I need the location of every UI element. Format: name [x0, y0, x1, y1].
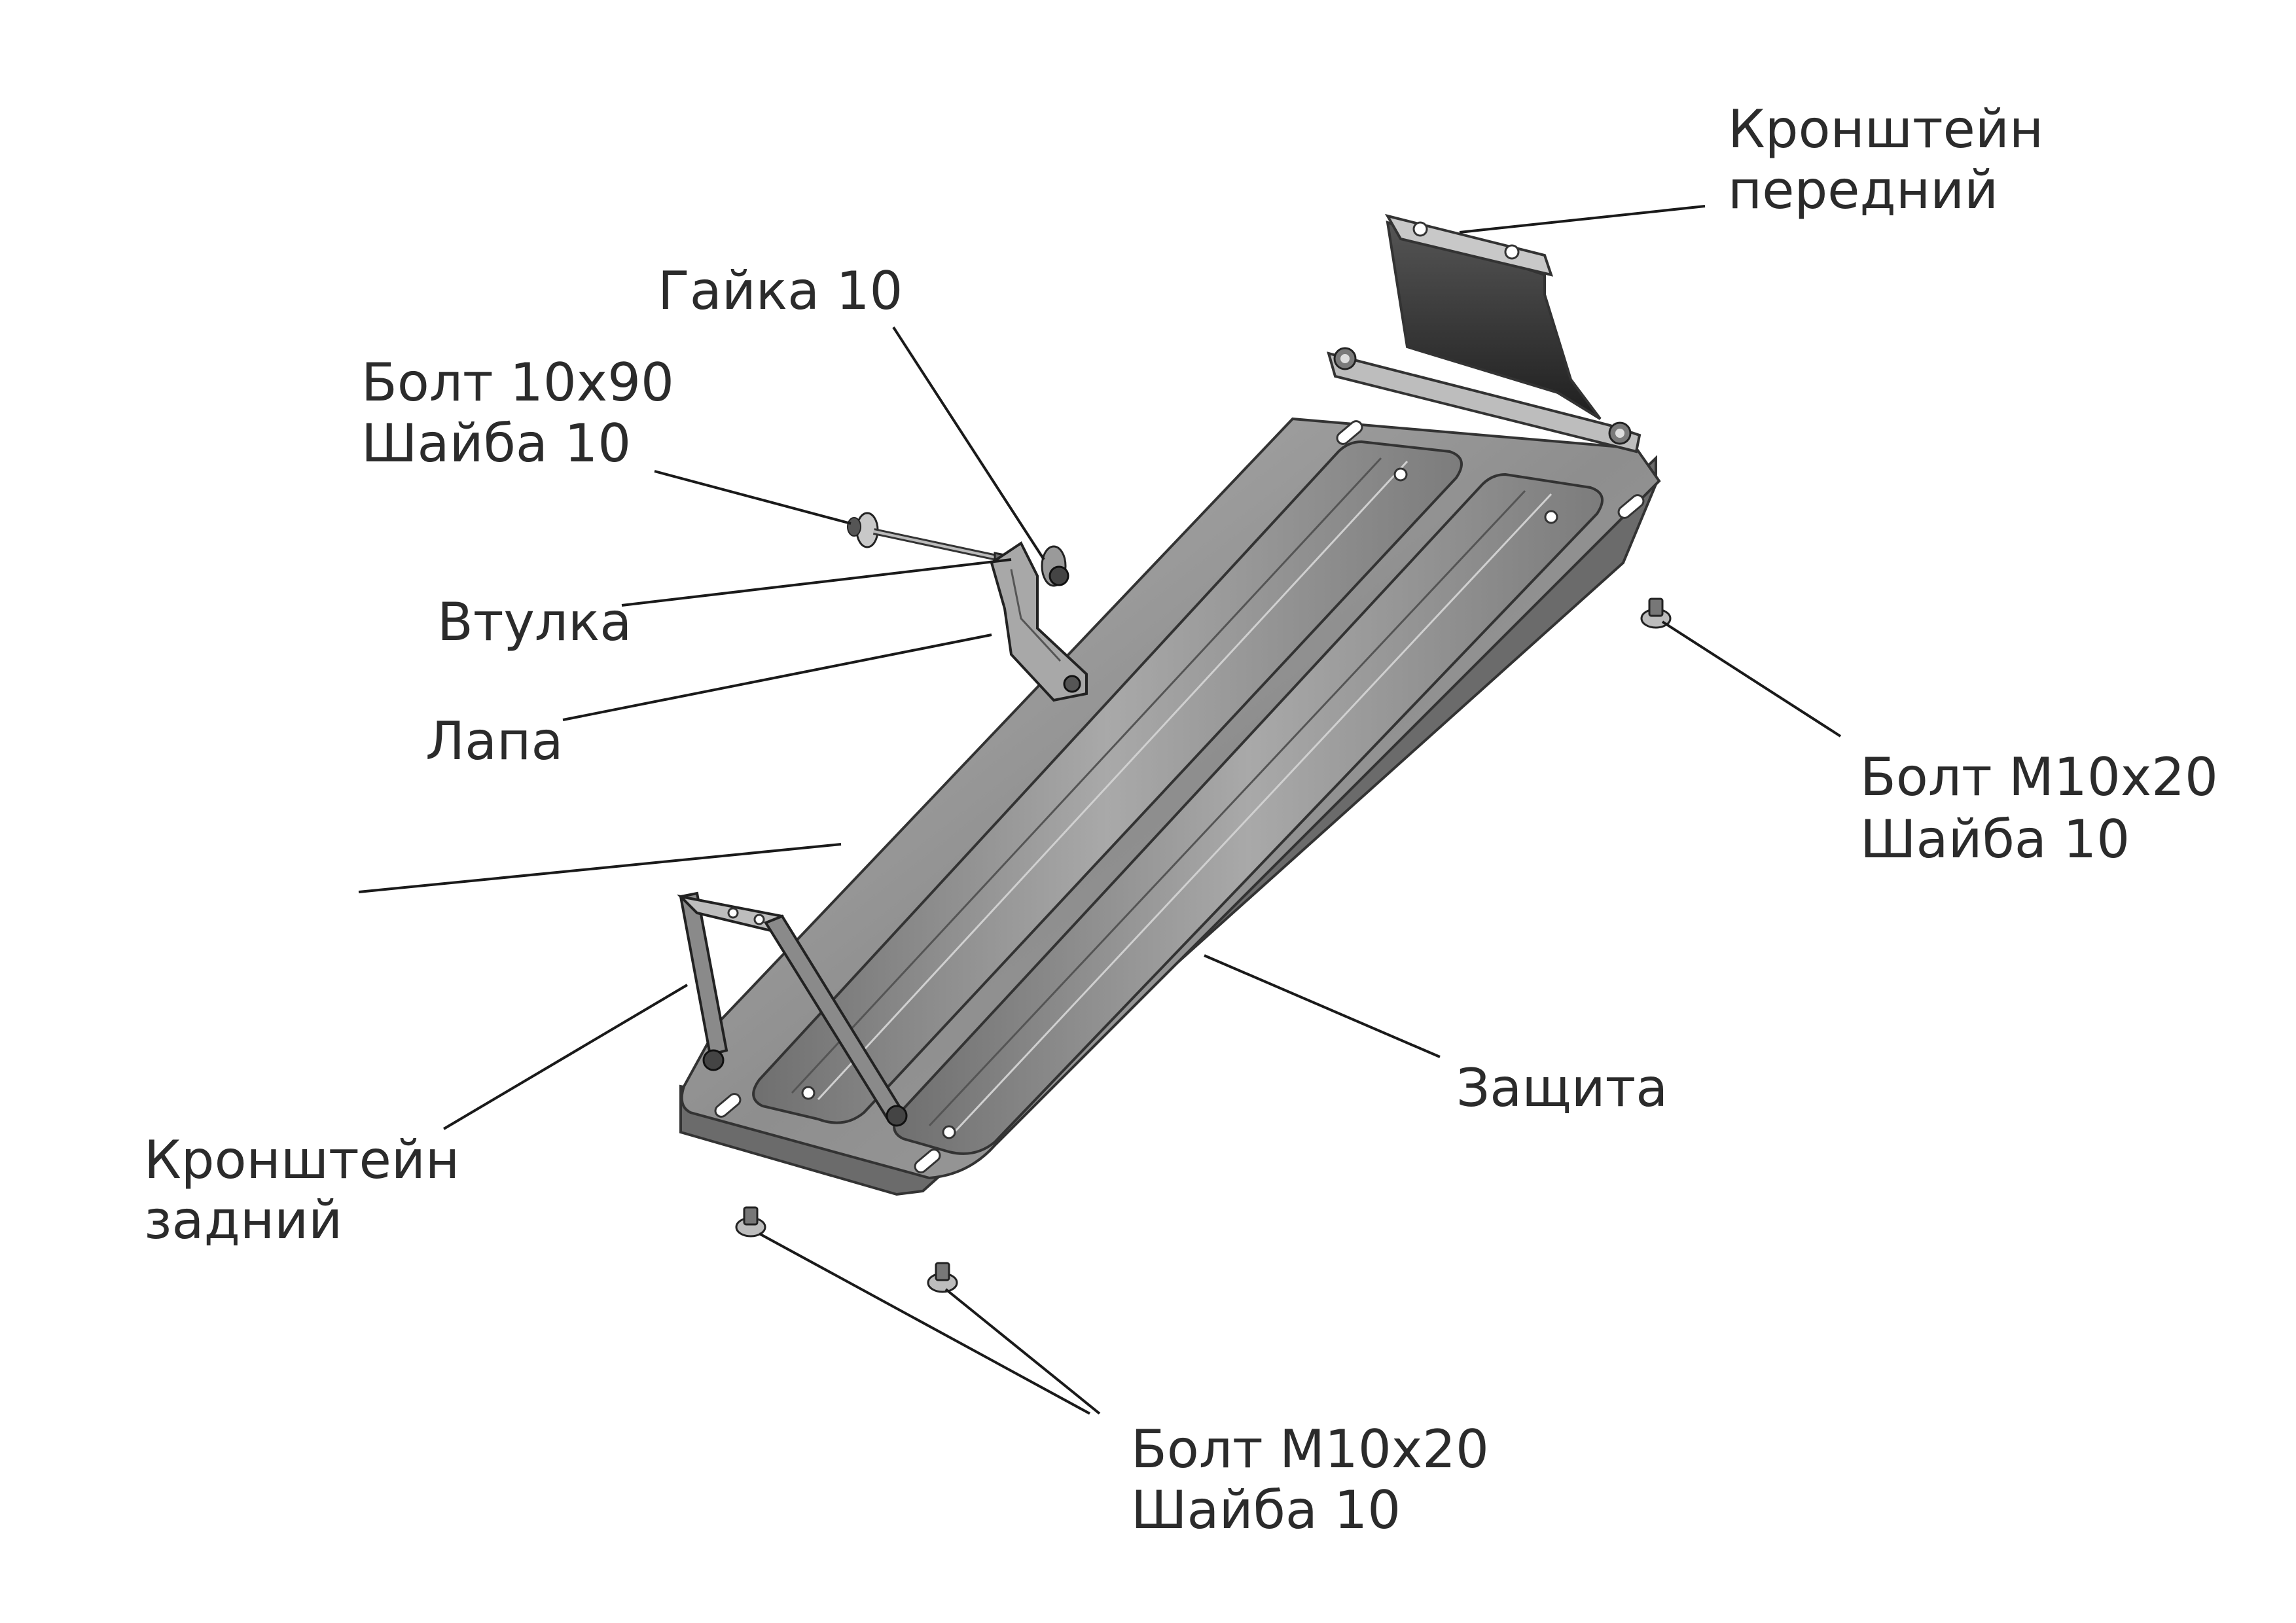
label-long-bolt-line1: Болт 10х90: [361, 352, 674, 413]
label-front-bracket-line2: передний: [1728, 160, 1998, 221]
leader-guard: [1204, 954, 1441, 1058]
label-right-bolt-line2: Шайба 10: [1860, 809, 2130, 870]
leader-front-bracket: [1459, 205, 1706, 234]
leader-paw: [562, 633, 992, 721]
label-front-bracket-line1: Кронштейн: [1728, 99, 2043, 160]
bolt-bottom-left: [735, 1206, 766, 1238]
label-guard: Защита: [1456, 1058, 1668, 1118]
label-right-bolt-line1: Болт М10х20: [1860, 747, 2218, 808]
label-bottom-bolt-line2: Шайба 10: [1131, 1480, 1401, 1541]
labels: Кронштейн передний Гайка 10 Болт 10х90 Ш…: [144, 99, 2218, 1541]
front-bracket: [1327, 213, 1641, 454]
label-bushing: Втулка: [437, 592, 632, 652]
bolt-bottom-right: [927, 1262, 958, 1293]
leader-nut: [892, 326, 1045, 561]
leader-bottom-bolt-b: [944, 1288, 1101, 1415]
leader-bushing: [621, 558, 1012, 607]
guard-plate: [679, 417, 1661, 1196]
label-rear-bracket-line1: Кронштейн: [144, 1130, 459, 1190]
leader-long-bolt: [654, 470, 852, 525]
rear-bracket: [676, 891, 908, 1127]
leader-rear-bracket: [442, 984, 689, 1130]
leader-unlabeled: [358, 843, 842, 893]
leader-bottom-bolt-a: [759, 1232, 1090, 1415]
leader-lines: [358, 205, 1842, 1415]
label-bottom-bolt-line1: Болт М10х20: [1131, 1419, 1489, 1480]
label-paw: Лапа: [425, 711, 564, 772]
label-nut: Гайка 10: [658, 260, 903, 321]
label-long-bolt-line2: Шайба 10: [361, 413, 631, 474]
leader-right-bolt: [1661, 620, 1842, 738]
label-rear-bracket-line2: задний: [144, 1190, 342, 1251]
paw-bracket: [990, 541, 1088, 702]
